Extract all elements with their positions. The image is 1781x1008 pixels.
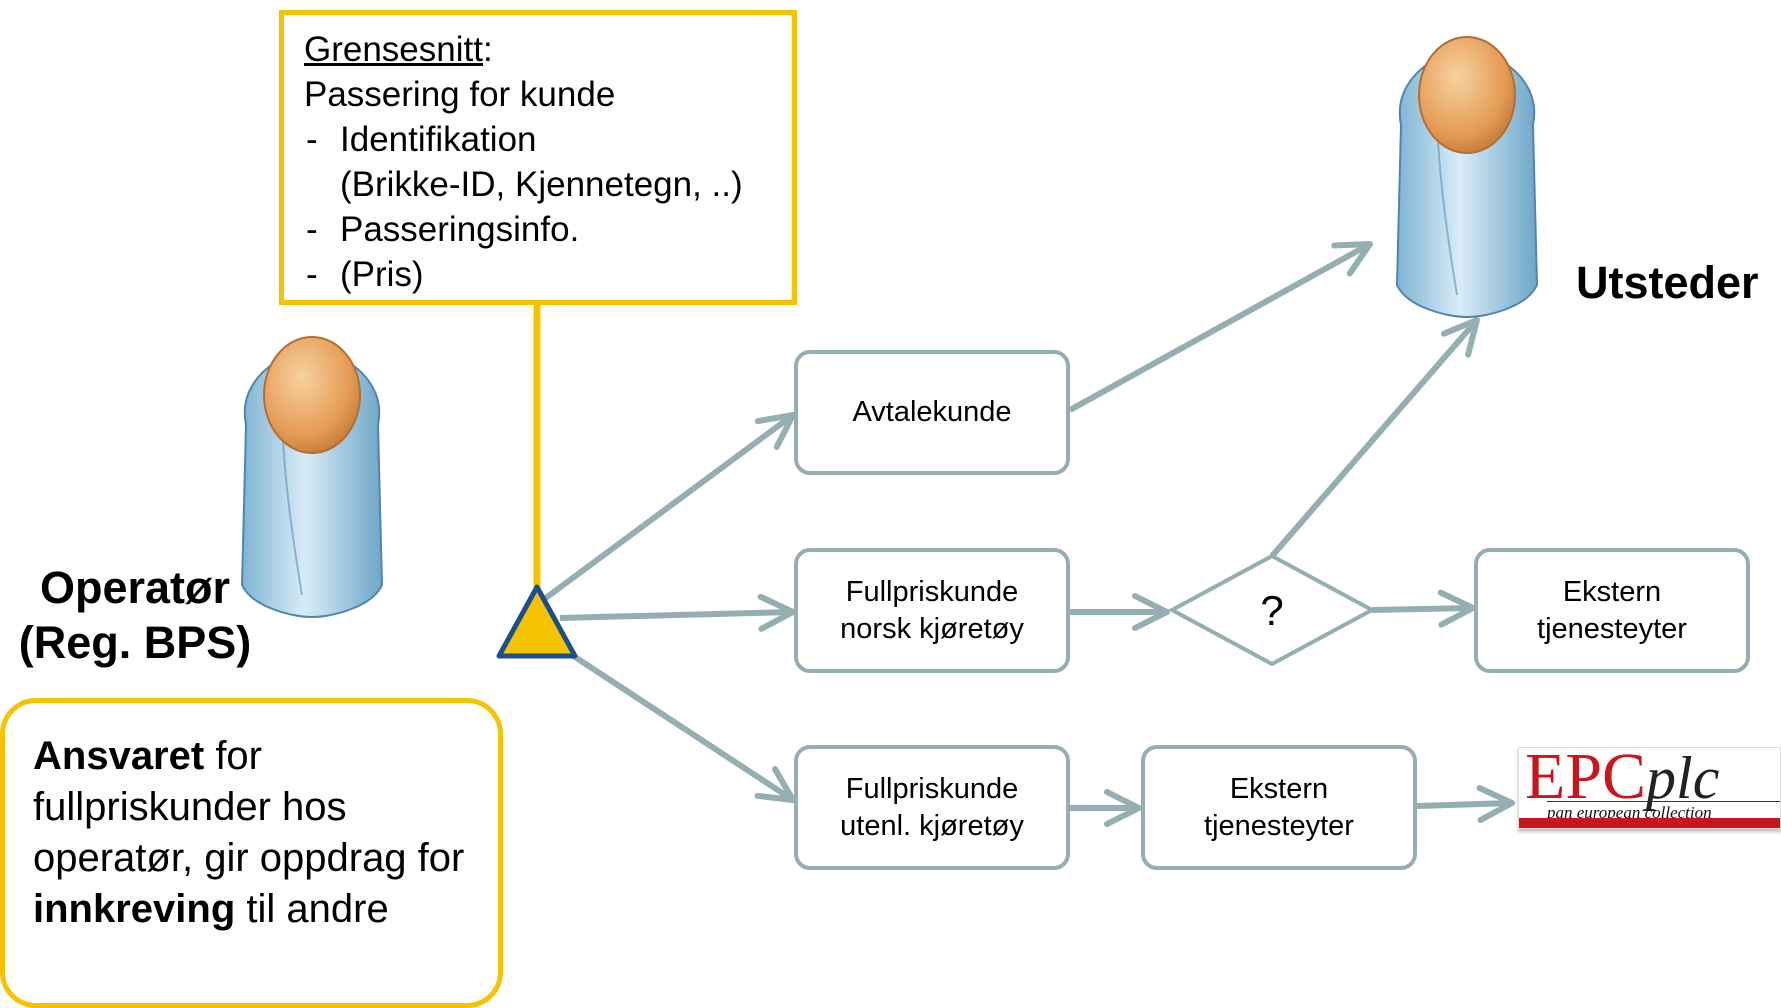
interface-title-text: Grensesnitt [304,30,483,69]
node-label: Ekstern [1562,575,1662,608]
person-icon [1395,36,1539,319]
responsibility-text: for fullpriskunder hos operatør, gir opp… [33,734,465,880]
node-label: Fullpriskunde [845,575,1019,608]
responsibility-text-end: til andre [235,887,389,931]
interface-title: Grensesnitt: [304,27,778,72]
interface-note: Grensesnitt: Passering for kunde Identif… [279,10,797,305]
decision-diamond [1167,553,1377,667]
arrow-decision-to-ekstern [1371,589,1476,628]
epc-logo-bar [1519,818,1780,828]
interface-item-detail: (Brikke-ID, Kjennetegn, ..) [340,165,743,204]
interface-subtitle: Passering for kunde [304,75,616,114]
node-label: tjenesteyter [1204,809,1354,842]
interface-list-item: Passeringsinfo. [304,207,778,252]
node-label: norsk kjøretøy [840,612,1024,645]
arrow-avtalekunde-to-issuer [1068,241,1373,413]
node-ekstern-1: Ekstern tjenesteyter [1474,548,1750,673]
node-avtalekunde: Avtalekunde [794,350,1070,475]
node-label: tjenesteyter [1537,612,1687,645]
node-label: utenl. kjøretøy [840,809,1024,842]
operator-label: Operatør (Reg. BPS) [0,560,270,670]
node-ekstern-2: Ekstern tjenesteyter [1141,745,1417,870]
interface-list-item: Identifikation (Brikke-ID, Kjennetegn, ..… [304,117,778,207]
toll-point-triangle-icon [496,584,578,659]
collection-keyword: innkreving [33,887,236,931]
node-label: Avtalekunde [852,396,1012,428]
epc-logo-mark: EPCplc [1525,747,1720,813]
arrow-decision-to-issuer [1269,317,1480,558]
responsibility-note: Ansvaret for fullpriskunder hos operatør… [0,698,503,1008]
node-label: Fullpriskunde [845,772,1019,805]
interface-item-text: Identifikation [340,120,537,159]
decision-label: ? [1260,587,1283,634]
person-icon [240,336,384,619]
interface-list-item: (Pris) [304,252,778,297]
epc-logo-tagline: pan european collection [1547,801,1780,823]
interface-list: Identifikation (Brikke-ID, Kjennetegn, ..… [304,117,778,297]
responsibility-keyword: Ansvaret [33,734,205,778]
epc-logo-suffix: plc [1646,747,1720,811]
node-fullpris-norsk: Fullpriskunde norsk kjøretøy [794,548,1070,673]
epc-logo-main: EPC [1525,747,1647,813]
arrow-ekstern-to-epc [1416,785,1515,824]
node-fullpris-utenl: Fullpriskunde utenl. kjøretøy [794,745,1070,870]
interface-item-text: (Pris) [340,255,424,294]
arrow-to-fullpris-utenl [541,633,796,803]
operator-name: Operatør [39,562,231,613]
node-label: Ekstern [1229,772,1329,805]
arrow-to-avtalekunde [541,412,796,603]
issuer-label: Utsteder [1576,257,1759,308]
epc-logo: EPCplc pan european collection [1518,747,1781,829]
operator-role: (Reg. BPS) [18,617,252,668]
arrow-to-fullpris-norsk [559,593,796,632]
interface-title-suffix: : [482,30,493,69]
interface-item-text: Passeringsinfo. [340,210,580,249]
